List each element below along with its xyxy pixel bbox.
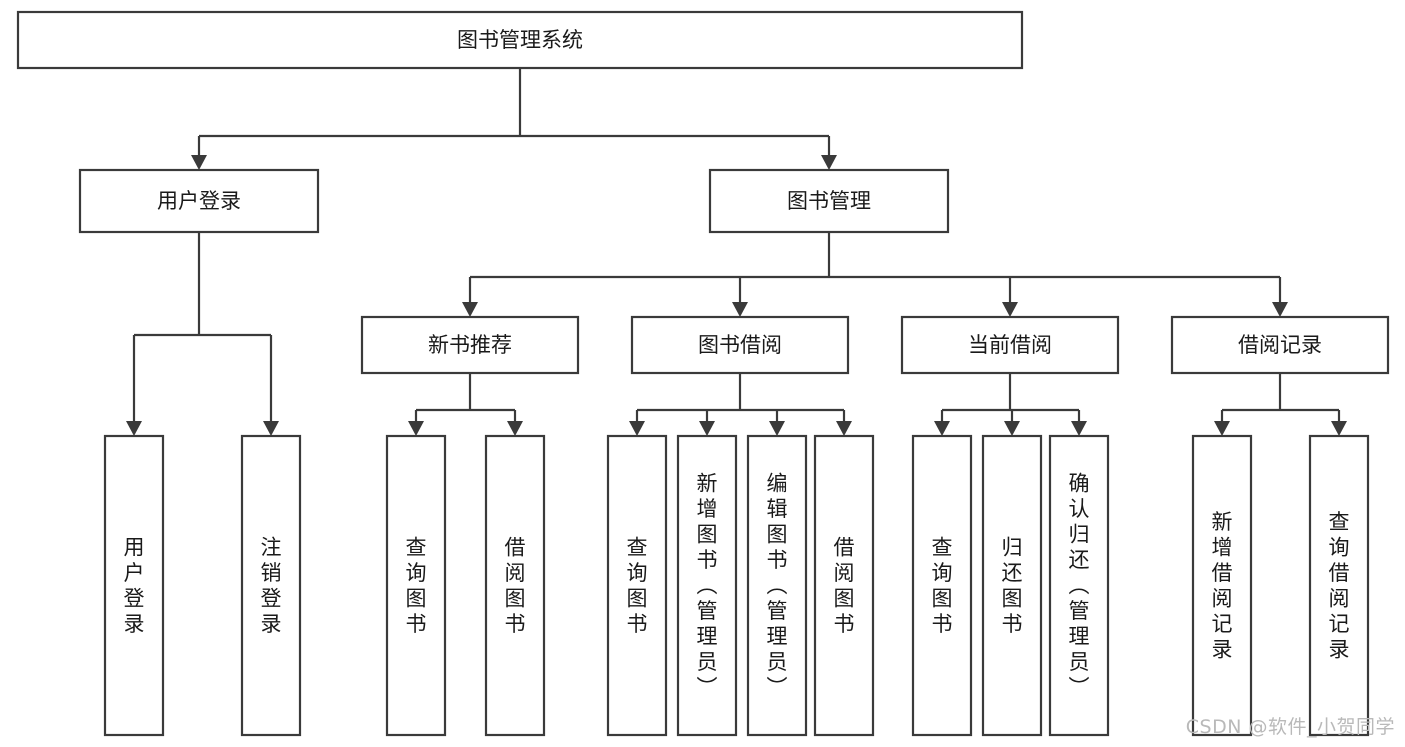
node-box[interactable]	[746, 434, 808, 737]
node-layer: 图书管理系统用户登录图书管理新书推荐图书借阅当前借阅借阅记录用户登录注销登录查询…	[16, 10, 1390, 737]
arrow-head-icon	[836, 421, 852, 436]
node-borrow-record[interactable]: 借阅记录	[1170, 315, 1390, 375]
node-new-book-rec[interactable]: 新书推荐	[360, 315, 580, 375]
arrow-head-icon	[507, 421, 523, 436]
arrow-head-icon	[408, 421, 424, 436]
arrow-head-icon	[821, 155, 837, 170]
node-label: 借阅记录	[1238, 333, 1322, 357]
arrow-head-icon	[1071, 421, 1087, 436]
arrow-head-icon	[699, 421, 715, 436]
node-box[interactable]	[1048, 434, 1110, 737]
arrow-head-icon	[732, 302, 748, 317]
node-label: 用户登录	[124, 535, 145, 636]
node-current-borrow[interactable]: 当前借阅	[900, 315, 1120, 375]
node-box[interactable]	[484, 434, 546, 737]
connector-layer	[126, 68, 1347, 436]
node-root[interactable]: 图书管理系统	[16, 10, 1024, 70]
node-box[interactable]	[360, 315, 580, 375]
node-box[interactable]	[676, 434, 738, 737]
node-book-manage[interactable]: 图书管理	[708, 168, 950, 234]
node-leaf-query-book-2[interactable]: 查询图书	[606, 434, 668, 737]
node-leaf-user-login[interactable]: 用户登录	[103, 434, 165, 737]
arrow-head-icon	[1331, 421, 1347, 436]
node-leaf-query-book-3[interactable]: 查询图书	[911, 434, 973, 737]
node-leaf-borrow-book-2[interactable]: 借阅图书	[813, 434, 875, 737]
arrow-head-icon	[462, 302, 478, 317]
node-box[interactable]	[78, 168, 320, 234]
node-label: 当前借阅	[968, 333, 1052, 357]
node-label: 确认归还︵管理员︶	[1069, 472, 1090, 700]
node-box[interactable]	[981, 434, 1043, 737]
node-box[interactable]	[16, 10, 1024, 70]
node-leaf-logout[interactable]: 注销登录	[240, 434, 302, 737]
arrow-head-icon	[1004, 421, 1020, 436]
arrow-head-icon	[263, 421, 279, 436]
node-label: 新书推荐	[428, 333, 512, 357]
node-box[interactable]	[385, 434, 447, 737]
node-label: 查询图书	[406, 535, 427, 636]
node-label: 查询图书	[627, 535, 648, 636]
node-box[interactable]	[1170, 315, 1390, 375]
node-label: 借阅图书	[505, 535, 526, 636]
node-label: 归还图书	[1002, 535, 1023, 636]
node-label: 用户登录	[157, 189, 241, 213]
node-label: 新增借阅记录	[1212, 510, 1233, 662]
node-leaf-add-book[interactable]: 新增图书︵管理员︶	[676, 434, 738, 737]
node-box[interactable]	[813, 434, 875, 737]
node-label: 图书管理	[787, 189, 871, 213]
node-label: 编辑图书︵管理员︶	[767, 472, 788, 700]
arrow-head-icon	[1002, 302, 1018, 317]
arrow-head-icon	[191, 155, 207, 170]
node-label: 查询图书	[932, 535, 953, 636]
node-box[interactable]	[1191, 434, 1253, 737]
node-leaf-query-record[interactable]: 查询借阅记录	[1308, 434, 1370, 737]
node-box[interactable]	[103, 434, 165, 737]
node-label: 图书借阅	[698, 333, 782, 357]
node-label: 注销登录	[261, 535, 282, 636]
node-box[interactable]	[606, 434, 668, 737]
watermark: CSDN @软件_小贺同学	[1185, 716, 1395, 738]
node-book-borrow[interactable]: 图书借阅	[630, 315, 850, 375]
arrow-head-icon	[629, 421, 645, 436]
node-user-login[interactable]: 用户登录	[78, 168, 320, 234]
node-label: 借阅图书	[834, 535, 855, 636]
node-leaf-edit-book[interactable]: 编辑图书︵管理员︶	[746, 434, 808, 737]
arrow-head-icon	[934, 421, 950, 436]
node-box[interactable]	[708, 168, 950, 234]
node-box[interactable]	[900, 315, 1120, 375]
arrow-head-icon	[1214, 421, 1230, 436]
arrow-head-icon	[769, 421, 785, 436]
node-label: 查询借阅记录	[1329, 510, 1350, 662]
node-box[interactable]	[1308, 434, 1370, 737]
node-box[interactable]	[630, 315, 850, 375]
node-label: 图书管理系统	[457, 28, 583, 52]
node-label: 新增图书︵管理员︶	[697, 472, 718, 700]
node-box[interactable]	[240, 434, 302, 737]
node-leaf-query-book-1[interactable]: 查询图书	[385, 434, 447, 737]
node-leaf-add-record[interactable]: 新增借阅记录	[1191, 434, 1253, 737]
node-leaf-confirm-return[interactable]: 确认归还︵管理员︶	[1048, 434, 1110, 737]
node-leaf-return-book[interactable]: 归还图书	[981, 434, 1043, 737]
node-box[interactable]	[911, 434, 973, 737]
arrow-head-icon	[126, 421, 142, 436]
arrow-head-icon	[1272, 302, 1288, 317]
node-leaf-borrow-book-1[interactable]: 借阅图书	[484, 434, 546, 737]
